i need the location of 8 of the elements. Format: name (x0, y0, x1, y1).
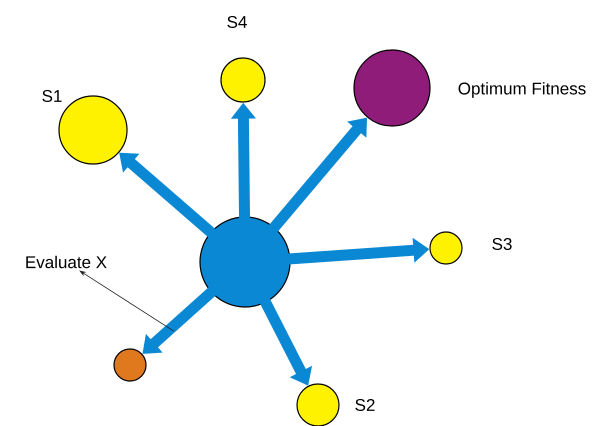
node-label: S3 (492, 238, 512, 250)
circle-node (199, 216, 291, 308)
node-label: Optimum Fitness (458, 82, 586, 98)
node-label: S2 (355, 398, 375, 412)
node-label: S4 (227, 16, 247, 28)
node-label: Evaluate X (26, 256, 107, 268)
node-label: S1 (42, 90, 62, 102)
circle-node (113, 348, 147, 382)
